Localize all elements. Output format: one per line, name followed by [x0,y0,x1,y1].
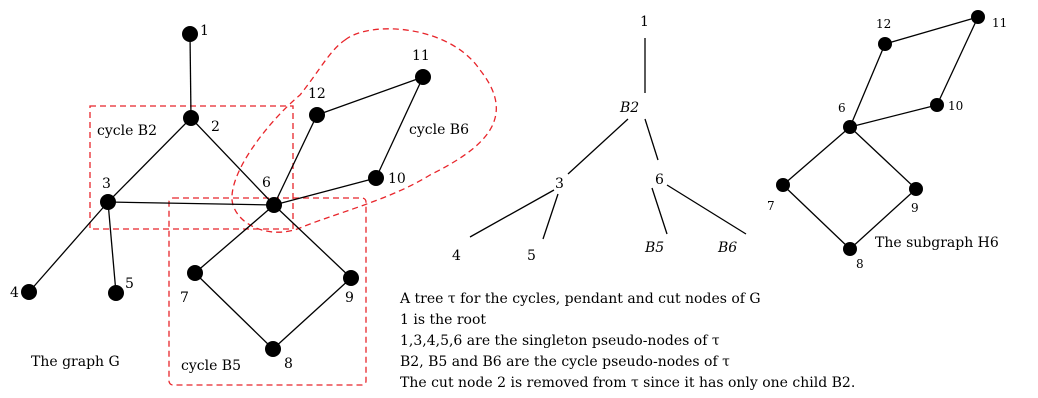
tree-label-5: 5 [527,248,536,264]
h6-edge-7-8 [782,184,851,250]
g-node-11 [415,69,431,85]
tree-edge-3-4 [469,189,555,238]
description-line-4: B2, B5 and B6 are the cycle pseudo-nodes… [400,354,730,370]
h6-edge-6-7 [782,126,851,186]
g-node-7 [187,265,203,281]
tree-label-6: 6 [655,172,664,188]
description: A tree τ for the cycles, pendant and cut… [399,291,855,391]
h6-edge-8-9 [849,188,917,250]
h6-edge-6-12 [849,43,886,128]
description-line-3: 1,3,4,5,6 are the singleton pseudo-nodes… [400,333,720,349]
g-node-3 [100,194,116,210]
cycle-b2-label: cycle B2 [97,123,157,139]
h6-node-12 [878,37,892,51]
g-node-4 [21,284,37,300]
h6-node-7 [776,178,790,192]
g-label-4: 4 [10,285,19,301]
g-label-5: 5 [125,276,134,292]
tree-label-b5: B5 [644,240,664,256]
graph-g-caption: The graph G [31,354,120,370]
h6-label-10: 10 [948,99,963,113]
g-label-6: 6 [262,175,271,191]
edge-6-12 [273,114,318,206]
h6-node-8 [843,242,857,256]
tree-edge-3-5 [542,193,559,240]
h6-caption: The subgraph H6 [875,235,999,251]
tree-edge-b2-6 [644,118,659,161]
h6-node-9 [909,182,923,196]
tree-label-b2: B2 [619,100,639,116]
h6-label-11: 11 [992,16,1007,30]
g-label-10: 10 [388,171,406,187]
h6-label-9: 9 [911,201,919,215]
g-node-9 [343,270,359,286]
edge-9-6 [273,204,352,279]
tree-label-b6: B6 [717,240,737,256]
g-node-10 [368,170,384,186]
edge-3-6 [107,201,275,206]
h6-edge-9-6 [849,126,917,190]
h6-edge-11-10 [936,16,979,106]
g-label-11: 11 [412,48,430,64]
tree-label-4: 4 [452,248,461,264]
tree-edge-b2-3 [567,118,629,175]
g-node-12 [309,107,325,123]
tree-edge-6-b5 [651,187,668,235]
tree-label-3: 3 [555,176,564,192]
cycle-b5-label: cycle B5 [181,358,241,374]
edge-6-7 [194,204,275,274]
cycle-b6-outline [231,28,497,233]
h6-node-10 [930,98,944,112]
cycle-b6-label: cycle B6 [409,122,469,138]
h6-label-7: 7 [767,199,775,213]
h6-label-8: 8 [856,257,864,271]
edge-7-8 [194,272,274,350]
edge-3-5 [107,201,117,294]
edge-12-11 [316,76,424,116]
g-label-7: 7 [180,290,189,306]
description-line-5: The cut node 2 is removed from τ since i… [400,375,855,391]
g-node-5 [108,285,124,301]
edge-1-2 [189,33,192,119]
g-label-12: 12 [308,86,326,102]
g-label-3: 3 [102,176,111,192]
g-label-9: 9 [345,290,354,306]
g-node-2 [183,110,199,126]
h6-node-11 [971,10,985,24]
edge-2-3 [107,117,192,203]
edge-3-4 [28,201,109,293]
g-label-2: 2 [211,119,220,135]
g-node-8 [265,341,281,357]
g-label-1: 1 [200,23,209,39]
g-node-1 [182,26,198,42]
g-node-6 [266,197,282,213]
h6-label-6: 6 [838,101,846,115]
graph-g: 1 2 3 4 5 6 7 8 9 10 11 12 cycle B2 cycl… [10,23,497,386]
h6-edge-12-11 [884,16,979,45]
h6-node-6 [843,120,857,134]
tree-label-root: 1 [640,14,649,30]
subgraph-h6: 6 7 8 9 10 11 12 The subgraph H6 [767,10,1007,271]
tree-tau: 1 B2 3 6 4 5 B5 B6 [452,14,747,264]
edge-10-6 [273,177,377,206]
edge-8-9 [272,277,352,350]
edge-2-6 [190,117,275,206]
h6-edge-10-6 [849,104,938,128]
h6-label-12: 12 [876,17,891,31]
description-line-1: A tree τ for the cycles, pendant and cut… [399,291,761,307]
g-label-8: 8 [284,356,293,372]
edge-11-10 [375,76,424,179]
description-line-2: 1 is the root [400,312,486,328]
tree-edge-6-b6 [666,184,747,235]
